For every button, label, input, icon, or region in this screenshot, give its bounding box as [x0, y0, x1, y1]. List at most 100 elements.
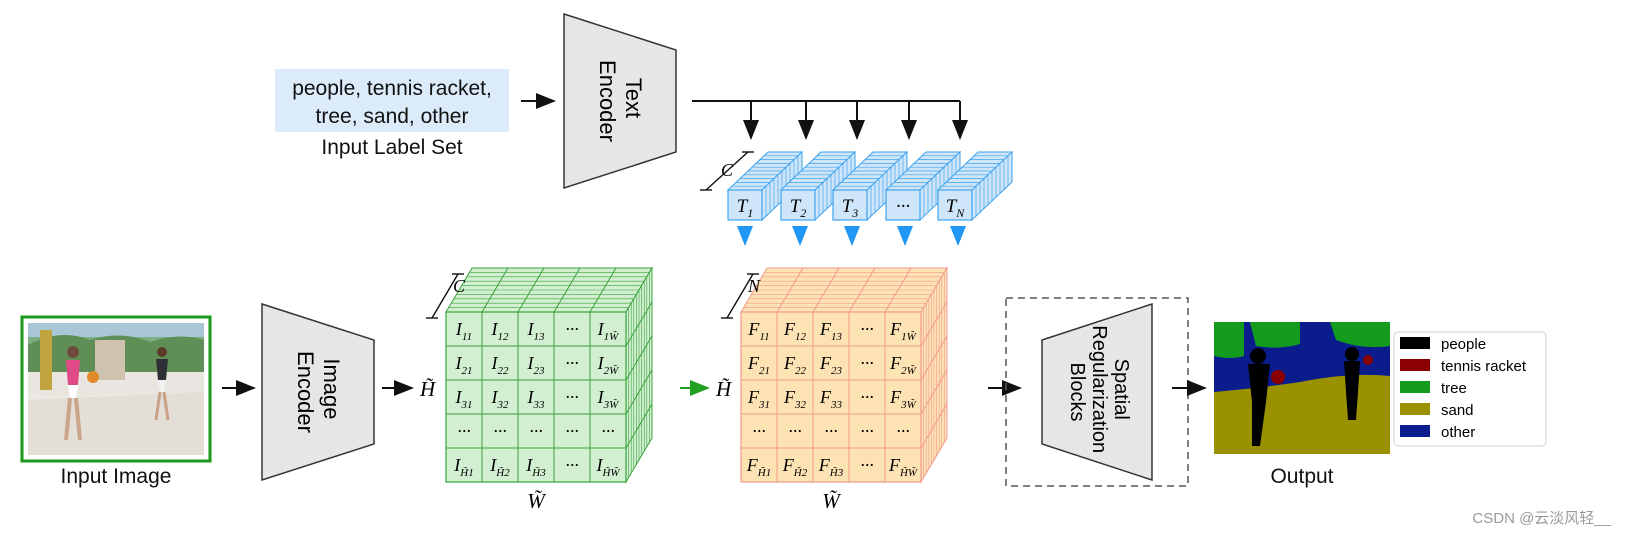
feature-cell: ··· — [565, 319, 579, 339]
feature-cell: F2W̃ — [889, 353, 917, 377]
feature-cell: F21 — [747, 353, 770, 377]
feature-cell: I22 — [491, 353, 510, 377]
feature-cell: F3W̃ — [889, 387, 917, 411]
legend-label: tree — [1441, 380, 1467, 397]
legend: people tennis racket tree sand other — [1393, 331, 1547, 447]
output-caption: Output — [1270, 465, 1334, 488]
width-dim-label: W̃ — [527, 489, 547, 513]
spatial-label-3: Blocks — [1066, 363, 1088, 422]
text-to-fused-arrows — [737, 226, 966, 246]
svg-text:Spatial Regularization: Spatial Regularization Blocks — [1066, 325, 1132, 458]
image-height-label: H̃ — [419, 377, 437, 401]
legend-entry: other — [1400, 424, 1475, 441]
feature-cell: ··· — [860, 421, 874, 441]
text-feature-block: TN — [936, 150, 1014, 222]
feature-cell: I33 — [527, 387, 546, 411]
legend-label: other — [1441, 424, 1475, 441]
feature-cell: IH̃2 — [489, 455, 510, 479]
text-feature-block: T3 — [831, 150, 909, 222]
legend-entry: tennis racket — [1400, 358, 1527, 375]
legend-entry: people — [1400, 336, 1486, 353]
input-image-caption: Input Image — [60, 465, 172, 488]
label-set-line1: people, tennis racket, — [292, 77, 492, 100]
feature-cell: FH̃2 — [782, 455, 808, 479]
feature-cell: ··· — [896, 421, 910, 441]
svg-text:Text Encoder: Text Encoder — [595, 60, 646, 142]
width-dim-label: W̃ — [822, 489, 842, 513]
feature-cell: F22 — [783, 353, 807, 377]
legend-entry: tree — [1400, 380, 1467, 397]
legend-swatch — [1400, 337, 1430, 349]
legend-entry: sand — [1400, 402, 1474, 419]
input-label-set-box: people, tennis racket, tree, sand, other — [275, 69, 509, 132]
watermark: CSDN @云淡风轻__ — [1472, 510, 1611, 527]
feature-cell: F12 — [783, 319, 807, 343]
feature-cell: ··· — [788, 421, 802, 441]
feature-cell: ··· — [860, 387, 874, 407]
feature-cell: ··· — [565, 353, 579, 373]
feature-cell: F23 — [819, 353, 843, 377]
image-encoder-label-2: Encoder — [293, 351, 318, 433]
text-token-label: T3 — [842, 196, 859, 220]
text-encoder-label-2: Encoder — [595, 60, 620, 142]
text-token-label: T2 — [790, 196, 807, 220]
text-feature-block: ··· — [884, 150, 962, 222]
output-segmentation-map — [1214, 322, 1390, 454]
feature-cell: ··· — [565, 387, 579, 407]
feature-cell: ··· — [752, 421, 766, 441]
feature-cell: FH̃1 — [746, 455, 771, 479]
feature-cell: I2W̃ — [597, 353, 620, 377]
svg-text:Image Encoder: Image Encoder — [293, 351, 344, 433]
feature-cell: I31 — [455, 387, 473, 411]
text-encoder-label-1: Text — [621, 78, 646, 118]
feature-cell: FH̃3 — [818, 455, 844, 479]
legend-label: sand — [1441, 402, 1474, 419]
feature-cell: F11 — [747, 319, 769, 343]
text-token-label: TN — [946, 196, 966, 220]
spatial-label-1: Spatial — [1110, 359, 1132, 420]
feature-cell: IH̃3 — [525, 455, 546, 479]
feature-cell: F13 — [819, 319, 843, 343]
feature-cell: I13 — [527, 319, 546, 343]
legend-label: tennis racket — [1441, 358, 1527, 375]
image-encoder-label-1: Image — [319, 358, 344, 419]
feature-cell: FH̃W̃ — [888, 455, 918, 479]
feature-cell: I21 — [455, 353, 473, 377]
feature-cell: F1W̃ — [889, 319, 917, 343]
input-label-set-caption: Input Label Set — [321, 136, 463, 159]
feature-cell: F32 — [783, 387, 807, 411]
legend-swatch — [1400, 403, 1430, 415]
feature-cell: I12 — [491, 319, 510, 343]
fused-height-label: H̃ — [715, 377, 733, 401]
label-set-line2: tree, sand, other — [315, 105, 469, 128]
feature-cell: ··· — [860, 319, 874, 339]
feature-cell: F33 — [819, 387, 843, 411]
feature-cell: ··· — [601, 421, 615, 441]
text-encoder: Text Encoder — [563, 12, 677, 190]
legend-label: people — [1441, 336, 1486, 353]
legend-swatch — [1400, 381, 1430, 393]
feature-cell: ··· — [860, 353, 874, 373]
text-feature-block: T2 — [779, 150, 857, 222]
text-distribution-arrows — [692, 100, 968, 140]
text-dim-label: C — [721, 160, 734, 180]
image-encoder: Image Encoder — [261, 302, 375, 482]
feature-cell: I1W̃ — [597, 319, 620, 343]
feature-cell: ··· — [565, 421, 579, 441]
feature-cell: ··· — [565, 455, 579, 475]
depth-dim-label: C — [453, 276, 466, 296]
spatial-label-2: Regularization — [1088, 325, 1110, 453]
feature-cell: ··· — [824, 421, 838, 441]
feature-cell: IH̃W̃ — [595, 455, 620, 479]
feature-cell: I3W̃ — [597, 387, 620, 411]
feature-cell: ··· — [457, 421, 471, 441]
feature-cell: ··· — [529, 421, 543, 441]
feature-cell: ··· — [493, 421, 507, 441]
text-token-label: ··· — [896, 196, 910, 217]
depth-dim-label: N — [747, 276, 761, 296]
